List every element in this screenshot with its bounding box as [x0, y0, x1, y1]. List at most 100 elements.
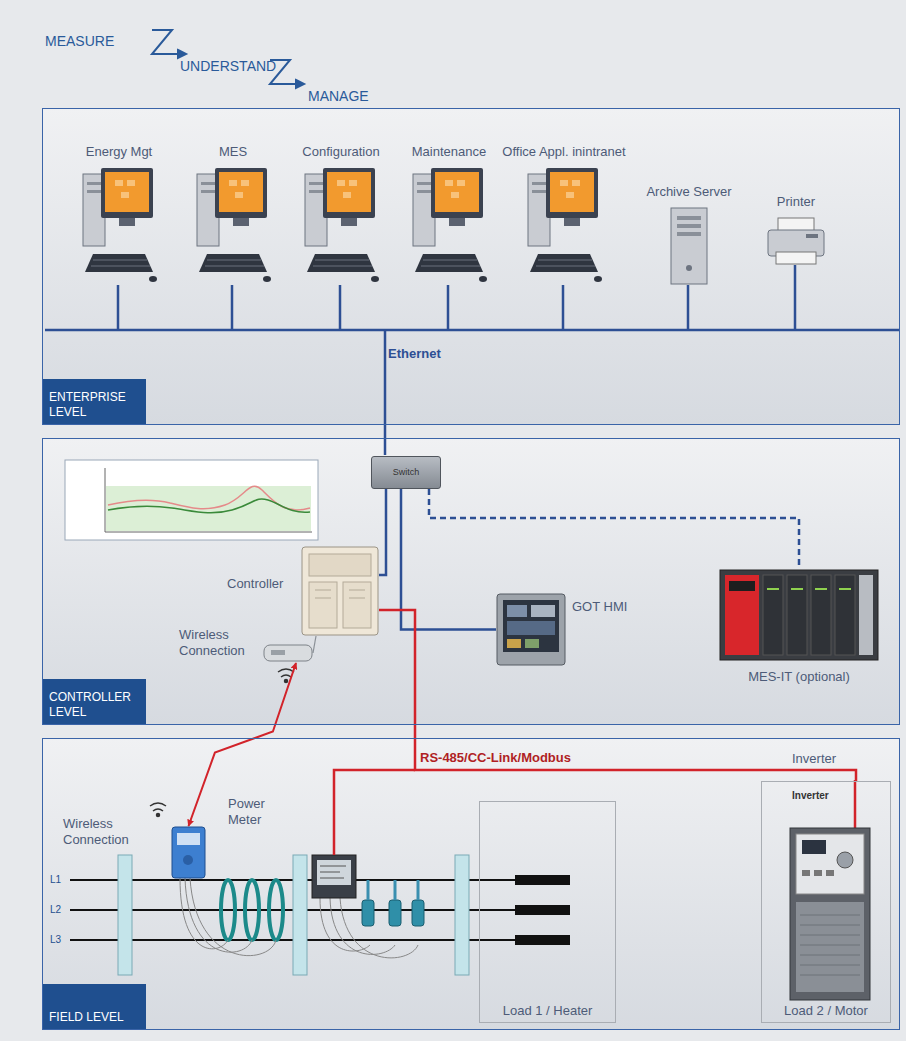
node-label: Wireless Connection [63, 816, 158, 848]
archive-server-icon-part-part [677, 216, 701, 220]
controller-icon-part [301, 546, 379, 636]
workstation-icon-part-part [219, 172, 263, 212]
hmi-panel-icon-part-part [525, 639, 539, 648]
workstation-icon-part-part [241, 180, 249, 186]
controller-icon-part-part [343, 582, 371, 628]
workstation-icon-part-part [149, 276, 157, 282]
hmi-panel-icon [496, 593, 566, 670]
inverter-device [790, 828, 870, 1000]
node-label: Configuration [302, 144, 379, 160]
workstation-icon-part-part [349, 180, 357, 186]
workstation-icon-part-part [105, 172, 149, 212]
controller-icon [301, 546, 379, 640]
z-arrow-symbol-part [178, 50, 186, 58]
plc-rack-icon-part-part [763, 575, 783, 655]
node-label: Energy Mgt [86, 144, 152, 160]
node-label: Load 2 / Motor [762, 1003, 890, 1019]
workstation-icon-part-part [235, 192, 243, 198]
workstation-icon [409, 166, 489, 290]
signal-symbol-part [150, 803, 166, 811]
panel-meter-part [317, 860, 351, 885]
workstation-icon-part-part [594, 276, 602, 282]
node-label: Office Appl. inintranet [502, 144, 625, 160]
archive-server-icon-part-part [686, 265, 692, 271]
workstation-icon-part-part [417, 182, 431, 185]
level-tab: FIELD LEVEL [43, 984, 146, 1029]
panel-meter-part [320, 866, 346, 878]
bus-label: RS-485/CC-Link/Modbus [420, 750, 571, 766]
printer-icon-part-part [776, 252, 816, 264]
workstation-icon [301, 166, 381, 290]
inverter-device-part [800, 915, 860, 975]
workstation-icon-part-part [415, 254, 483, 272]
trend-chart-part [65, 460, 318, 540]
z-arrow-symbol-part [296, 80, 304, 88]
connector [401, 489, 496, 630]
plc-rack-icon-part-part [729, 581, 755, 591]
workstation-icon-part-part [115, 180, 123, 186]
workstation-icon-part [409, 166, 489, 286]
workstation-icon-part-part [572, 180, 580, 186]
insulator-part [455, 855, 469, 975]
power-meter-icon-part-part [183, 855, 193, 865]
wireless-module-icon-part-part [264, 645, 312, 661]
inverter-device-part [826, 870, 834, 876]
workstation-icon-part-part [323, 168, 375, 218]
workstation-icon-part-part [431, 168, 483, 218]
level-band: ENTERPRISE LEVELEnergy MgtMESConfigurati… [42, 108, 900, 425]
workstation-icon-part-part [309, 182, 323, 185]
phase-label: L1 [50, 872, 61, 888]
plc-rack-icon-part-part [859, 575, 873, 655]
level-band: FIELD LEVELWireless ConnectionLoad 1 / H… [42, 738, 900, 1030]
workstation-icon-part-part [199, 254, 267, 272]
workstation-icon-part-part [449, 218, 465, 226]
signal-symbol-part [285, 680, 288, 683]
connector [429, 489, 799, 569]
workstation-icon-part-part [233, 218, 249, 226]
workstation-icon-part-part [479, 276, 487, 282]
level-caption: UNDERSTAND [180, 58, 276, 74]
network-label: Ethernet [388, 346, 441, 362]
plc-rack-icon-part-part [811, 575, 831, 655]
archive-server-icon-part-part [677, 232, 701, 236]
heater-resistor [515, 875, 570, 945]
hmi-panel-icon-part-part [507, 605, 527, 617]
workstation-icon-part-part [546, 168, 598, 218]
archive-server-icon [669, 206, 709, 290]
signal-symbol-part [157, 814, 160, 817]
controller: Controller [301, 546, 379, 636]
workstation-icon-part-part [309, 190, 323, 193]
hmi-panel-icon-part-part [531, 605, 555, 617]
power-meter-icon-part-part [172, 827, 205, 878]
node-label: Maintenance [412, 144, 486, 160]
workstation-icon-part-part [560, 180, 568, 186]
band-ground-part [42, 108, 900, 425]
band-ground [42, 108, 900, 1030]
controller-icon-part-part [315, 590, 365, 598]
plc-rack-icon-part-part [835, 575, 855, 655]
network-switch: Switch [371, 456, 441, 489]
current-transformer-part [221, 880, 235, 940]
heater-resistor-part [515, 905, 570, 915]
workstation-icon-part-part [457, 180, 465, 186]
node-label: Wireless Connection [179, 627, 257, 659]
inverter-device-part [790, 828, 870, 1000]
connector [313, 636, 316, 653]
fieldbus-branch [334, 770, 855, 855]
workstation-icon-part-part [343, 192, 351, 198]
hmi-panel: GOT HMI [496, 593, 566, 666]
workstation-icon-part-part [87, 190, 101, 193]
workstation: Maintenance [409, 166, 489, 286]
current-transformer-part [245, 880, 259, 940]
workstation-icon-part-part [417, 190, 431, 193]
heater-resistor-part [515, 935, 570, 945]
workstation-icon-part-part [85, 254, 153, 272]
sensor-wire-part [180, 878, 276, 956]
level-band: CONTROLLER LEVELSwitchControllerWireless… [42, 438, 900, 725]
workstation-icon-part-part [564, 218, 580, 226]
power-meter-icon-part-part [177, 833, 200, 845]
inverter-device-part [814, 870, 822, 876]
archive-server-icon-part-part [671, 208, 707, 284]
ethernet-bus-part [384, 330, 387, 455]
workstation-icon-part-part [215, 168, 267, 218]
